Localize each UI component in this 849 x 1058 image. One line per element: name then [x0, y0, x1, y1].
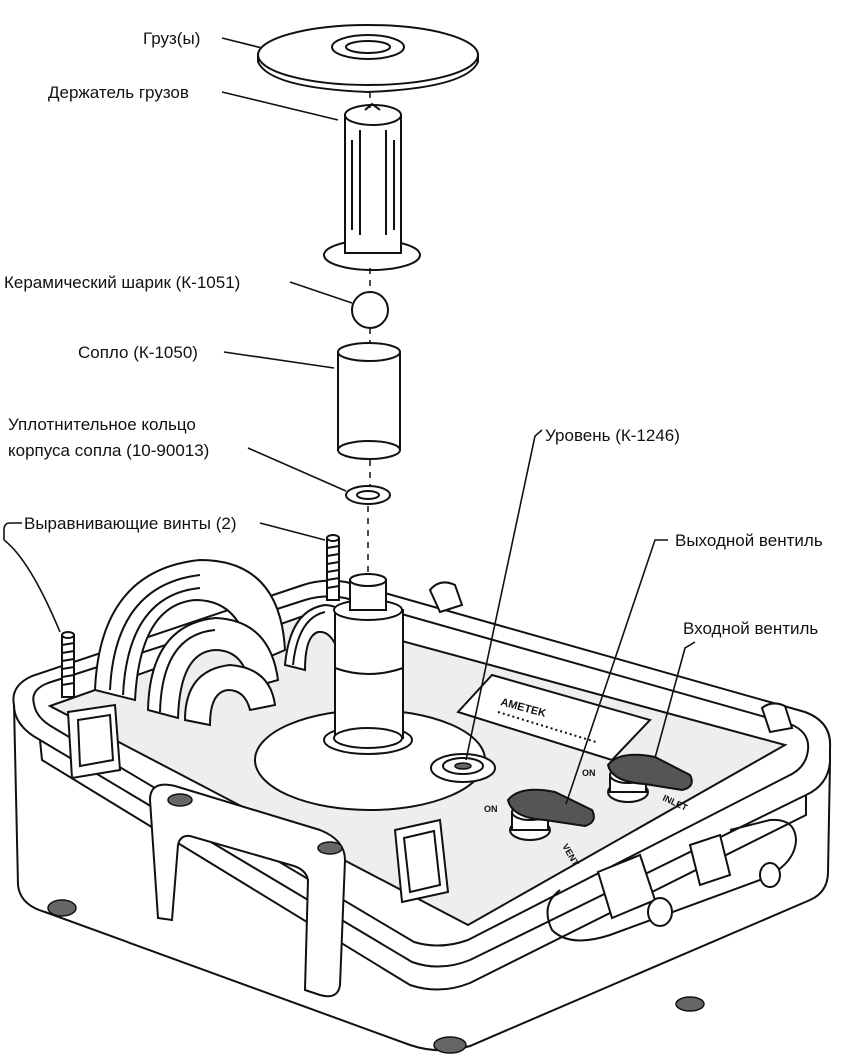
leader-outlet-valve: [565, 539, 668, 805]
o-ring: [345, 485, 391, 505]
leader-oring: [247, 447, 347, 492]
nozzle: [337, 342, 401, 460]
leader-weight-holder: [221, 91, 339, 121]
label-weight-holder: Держатель грузов: [48, 83, 189, 102]
leveling-screws: [61, 534, 340, 698]
leader-nozzle: [223, 351, 335, 369]
leader-level: [465, 429, 543, 761]
label-level: Уровень (К-1246): [545, 426, 680, 445]
label-weights: Груз(ы): [143, 29, 200, 48]
leader-inlet-valve: [654, 641, 696, 759]
weight-holder: [323, 102, 421, 271]
piston-column: [323, 573, 413, 755]
label-outlet-valve: Выходной вентиль: [675, 531, 823, 550]
leader-ceramic-ball: [289, 281, 353, 304]
label-inlet-valve: Входной вентиль: [683, 619, 818, 638]
weight-disc: [257, 24, 479, 94]
assembly-axis: [367, 92, 371, 576]
inlet-valve: [606, 753, 693, 803]
outlet-valve: [506, 788, 595, 841]
on-mark-right: ON: [582, 768, 596, 778]
label-oring-line2: корпуса сопла (10-90013): [8, 441, 209, 460]
label-nozzle: Сопло (К-1050): [78, 343, 198, 362]
label-oring-line1: Уплотнительное кольцо: [8, 415, 196, 434]
carrying-handle: [148, 783, 347, 998]
side-handle: [546, 818, 798, 942]
case-latches: [66, 581, 794, 904]
leader-leveling-screws: [3, 522, 61, 633]
label-ceramic-ball: Керамический шарик (К-1051): [4, 273, 240, 292]
stored-weights: [93, 558, 352, 727]
leader-weights: [221, 37, 263, 49]
ceramic-ball: [351, 291, 389, 329]
label-leveling-screws: Выравнивающие винты (2): [24, 514, 237, 533]
level-bubble: [430, 753, 496, 783]
on-mark-left: ON: [484, 804, 498, 814]
leader-leveling-screws-2: [259, 522, 326, 541]
